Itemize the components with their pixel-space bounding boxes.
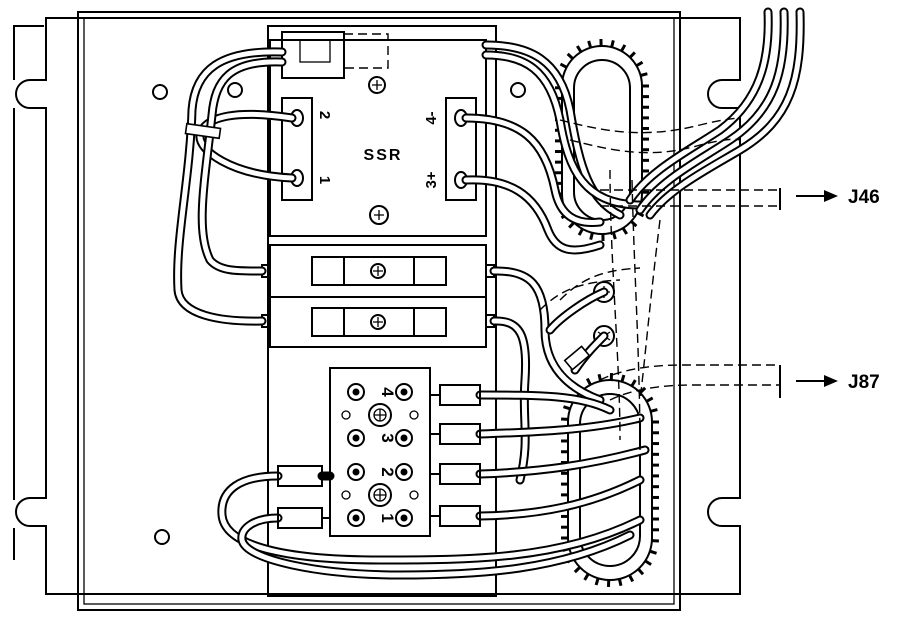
inner-bracket — [268, 26, 496, 596]
core-tooth — [568, 54, 573, 59]
relay-terminal-strip-right — [446, 98, 476, 200]
core-tooth — [619, 579, 621, 586]
core-tooth — [630, 52, 635, 57]
core-tooth — [589, 41, 591, 48]
relay-terminal-2: 2 — [316, 111, 333, 119]
wire-sleeve — [278, 466, 322, 486]
relay-terminal-1: 1 — [316, 176, 333, 184]
terminal-label-3: 3 — [378, 433, 397, 442]
callout-j46: J46 — [796, 187, 880, 208]
wire-sleeve — [278, 508, 322, 528]
wire-sleeve — [440, 506, 480, 526]
core-tooth — [621, 45, 624, 51]
callout-j46-label: J46 — [848, 187, 880, 208]
relay-terminal-4: 4- — [423, 111, 440, 124]
core-tooth — [585, 574, 589, 580]
core-tooth — [641, 74, 648, 76]
fuse-holder-lower — [262, 297, 494, 347]
mounting-hole — [153, 85, 167, 99]
relay-terminal-3: 3+ — [423, 171, 440, 188]
mounting-hole — [228, 83, 242, 97]
callout-j87: J87 — [796, 372, 880, 393]
core-tooth — [645, 561, 651, 565]
terminal-label-2: 2 — [378, 467, 397, 476]
core-tooth — [612, 40, 614, 47]
core-tooth — [638, 569, 643, 574]
terminal-screws — [348, 384, 412, 526]
core-tooth — [636, 62, 642, 66]
core-tooth — [613, 232, 615, 239]
core-tooth — [650, 551, 657, 553]
wire-sleeve — [440, 385, 480, 405]
terminal-label-4: 4 — [378, 387, 397, 397]
wire-sleeve — [440, 464, 480, 484]
core-tooth — [587, 379, 590, 385]
terminal-label-1: 1 — [378, 513, 397, 522]
mounting-hole — [511, 83, 525, 97]
wire-sleeve — [440, 424, 480, 444]
core-tooth — [591, 233, 593, 240]
core-tooth — [575, 567, 580, 572]
core-tooth — [560, 64, 566, 67]
core-tooth — [596, 578, 598, 585]
core-tooth — [632, 380, 636, 386]
callout-j87-label: J87 — [848, 372, 880, 393]
core-tooth — [647, 398, 653, 401]
fuse-holder-upper — [262, 245, 494, 297]
core-tooth — [579, 229, 582, 235]
mounting-hole — [155, 530, 169, 544]
core-tooth — [622, 375, 624, 382]
relay-label: SSR — [364, 147, 403, 164]
terminal-block: 4 3 2 1 — [330, 368, 430, 536]
core-tooth — [651, 410, 658, 412]
core-tooth — [623, 228, 627, 234]
solid-state-relay: SSR 2 1 3+ 4- — [270, 32, 486, 236]
core-tooth — [629, 575, 632, 581]
core-tooth — [577, 46, 581, 52]
core-tooth — [563, 407, 570, 409]
